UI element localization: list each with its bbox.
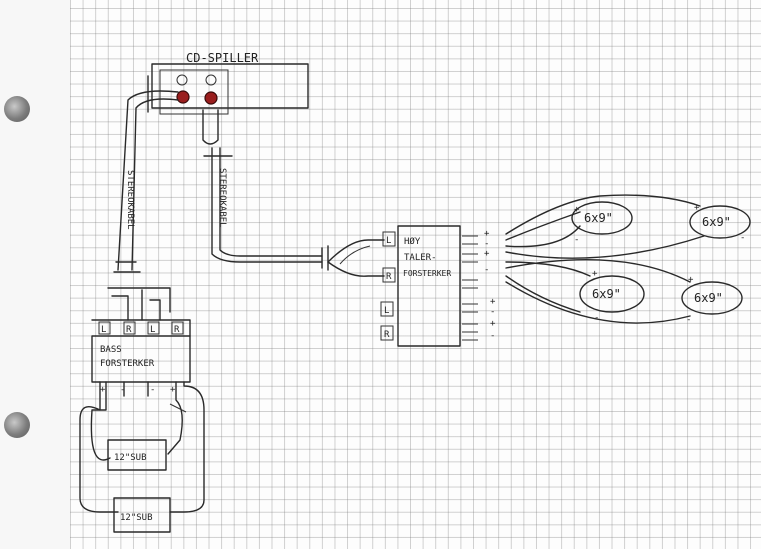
amp-out-8: - — [490, 331, 495, 341]
cd-player-label: CD-SPILLER — [186, 51, 259, 65]
amp-input-l2: L — [384, 306, 389, 316]
speaker-mark-2: + — [694, 203, 700, 213]
bass-input-r1: R — [126, 325, 132, 335]
amp-label-2: TALER- — [404, 253, 437, 263]
subwoofer-1-label: 12"SUB — [114, 453, 147, 463]
rca-jack-right-icon — [204, 91, 218, 105]
bass-term-4: + — [170, 385, 176, 395]
amp-input-r1: R — [386, 272, 392, 282]
speaker-front-right: 6x9" + — [689, 203, 751, 239]
amp-out-7: + — [490, 319, 496, 329]
amp-out-2: - — [484, 239, 489, 249]
bass-input-r2: R — [174, 325, 180, 335]
paper-margin — [0, 0, 70, 549]
speaker-front-left: 6x9" + — [571, 201, 633, 235]
speaker-mark-5: - — [574, 235, 579, 245]
subwoofer-2: 12"SUB — [113, 497, 171, 533]
amp-input-l1: L — [386, 236, 391, 246]
stereo-cable-left-label: STEREOKABEL — [125, 170, 135, 230]
amp-out-6: - — [490, 307, 495, 317]
amp-label-3: FORSTERKER — [403, 269, 451, 278]
stereo-cable-right-label: STEREOKABEL — [217, 168, 227, 228]
bass-term-3: - — [150, 385, 155, 395]
amp-label-1: HØY — [404, 236, 421, 247]
bass-term-2: - — [120, 385, 125, 395]
bass-amplifier: L R L R BASS FORSTERKER + - - + — [91, 287, 191, 395]
speaker-mark-1: + — [574, 205, 580, 215]
speaker-mark-3: + — [592, 269, 598, 279]
speaker-rear-left: 6x9" + — [579, 269, 645, 313]
speaker-amplifier: L R L R HØY TALER- FORSTERKER + - + - + … — [380, 225, 496, 347]
bass-amp-label-1: BASS — [100, 345, 122, 355]
bass-input-l1: L — [101, 325, 106, 335]
speaker-rear-left-label: 6x9" — [592, 287, 621, 301]
cable-split-bottom — [327, 261, 385, 277]
stereo-cable-right: STEREOKABEL — [202, 109, 329, 271]
speaker-rear-right-label: 6x9" — [694, 291, 723, 305]
amp-input-r2: R — [384, 330, 390, 340]
amp-out-5: + — [490, 297, 496, 307]
speaker-mark-8: - — [686, 315, 691, 325]
bass-term-1: + — [100, 385, 106, 395]
subwoofer-1: 12"SUB — [107, 439, 167, 471]
cd-player: CD-SPILLER — [147, 51, 309, 115]
amp-out-3: + — [484, 249, 490, 259]
speaker-rear-right: 6x9" + — [681, 275, 743, 315]
speaker-mark-6: - — [740, 233, 745, 243]
punch-hole-top — [4, 96, 30, 122]
stereo-cable-left: STEREOKABEL — [113, 90, 179, 273]
speaker-mark-4: + — [688, 275, 694, 285]
speaker-front-right-label: 6x9" — [702, 215, 731, 229]
subwoofer-2-label: 12"SUB — [120, 513, 153, 523]
subwoofer-wiring — [79, 381, 205, 513]
bass-input-l2: L — [150, 325, 155, 335]
bass-amp-label-2: FORSTERKER — [100, 359, 155, 369]
amp-out-1: + — [484, 229, 490, 239]
speaker-front-left-label: 6x9" — [584, 211, 613, 225]
speaker-mark-7: - — [594, 313, 599, 323]
cable-split-top — [327, 239, 385, 263]
amp-out-4: - — [484, 265, 489, 275]
punch-hole-bottom — [4, 412, 30, 438]
rca-jack-left-icon — [176, 90, 190, 104]
